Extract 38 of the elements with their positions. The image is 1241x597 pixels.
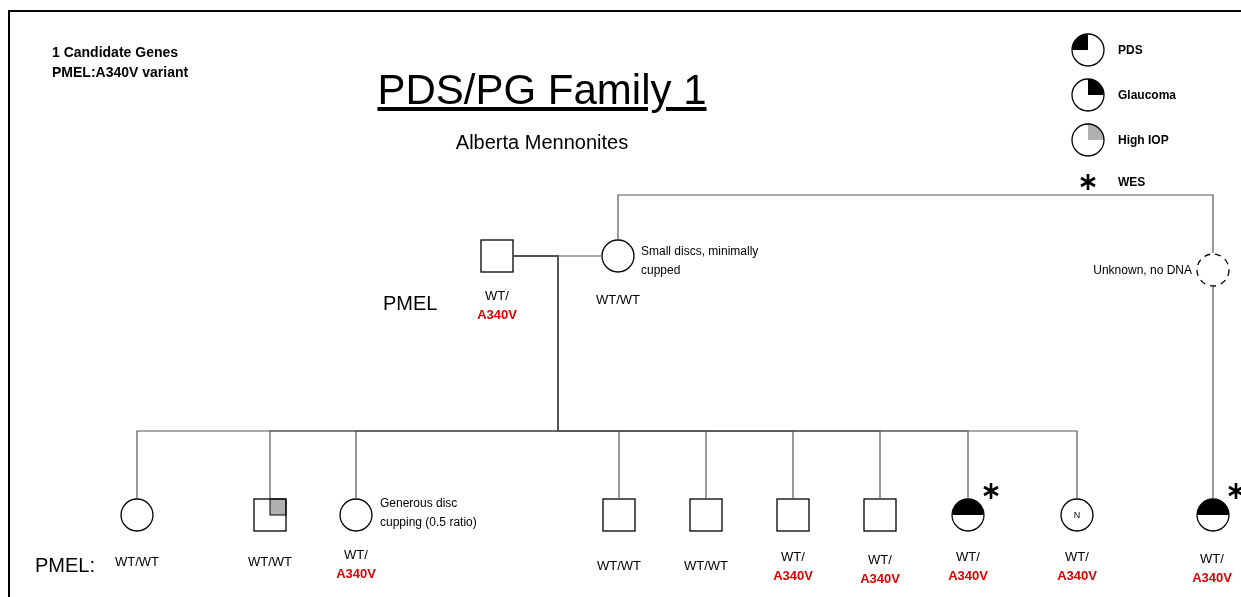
female-symbol [951, 498, 985, 532]
genotype-label: WT/ A340V [947, 548, 989, 585]
pedigree-line [513, 255, 1078, 499]
male-symbol [776, 498, 810, 532]
male-symbol [480, 239, 514, 273]
legend-label: Glaucoma [1118, 89, 1177, 101]
genotype-label: WT/WT [594, 291, 641, 309]
female-symbol [1196, 498, 1230, 532]
female-symbol [120, 498, 154, 532]
male-symbol [689, 498, 723, 532]
genotype-label: WT/WT [246, 553, 293, 571]
legend-label: High IOP [1118, 134, 1169, 146]
male-symbol [253, 498, 287, 532]
female-symbol [1060, 498, 1094, 532]
gene-label: PMEL: [35, 553, 96, 578]
genotype-label: WT/ A340V [476, 287, 518, 324]
male-symbol [602, 498, 636, 532]
gene-label: PMEL [383, 291, 438, 316]
genotype-label: WT/ A340V [1191, 550, 1233, 587]
symbol-label: N [1073, 510, 1081, 520]
genotype-label: WT/ A340V [859, 551, 901, 588]
notes: 1 Candidate Genes PMEL:A340V variant [52, 43, 190, 82]
genotype-label: WT/WT [113, 553, 160, 571]
subtitle: Alberta Mennonites [454, 130, 630, 155]
genotype-label: WT/ A340V [335, 546, 377, 583]
title: PDS/PG Family 1 [376, 65, 708, 115]
pedigree-line [617, 194, 1214, 254]
legend-label: WES [1118, 176, 1146, 188]
genotype-label: WT/ A340V [1056, 548, 1098, 585]
male-symbol [863, 498, 897, 532]
unknown-symbol [1196, 253, 1230, 287]
genotype-label: WT/WT [595, 557, 642, 575]
female-symbol [339, 498, 373, 532]
genotype-label: WT/WT [682, 557, 729, 575]
genotype-label: WT/ A340V [772, 548, 814, 585]
female-symbol [601, 239, 635, 273]
legend-label: PDS [1118, 44, 1143, 56]
pedigree-line [1212, 286, 1214, 499]
